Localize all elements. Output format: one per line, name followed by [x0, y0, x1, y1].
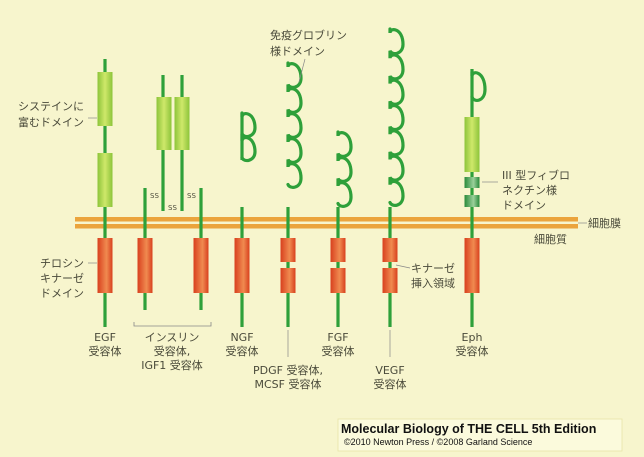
svg-text:細胞膜: 細胞膜	[588, 217, 621, 230]
receptors	[97, 27, 487, 327]
cysteine-rich-domain	[97, 72, 113, 126]
eph-receptor-label: Eph 受容体	[456, 331, 489, 358]
svg-text:PDGF 受容体,: PDGF 受容体,	[253, 363, 323, 377]
membrane-label: 細胞膜	[578, 217, 621, 230]
svg-text:受容体: 受容体	[226, 344, 259, 358]
svg-text:ネクチン様: ネクチン様	[502, 183, 557, 197]
tyrosine-kinase-domain	[280, 238, 296, 262]
svg-text:チロシン: チロシン	[40, 257, 84, 270]
svg-text:VEGF: VEGF	[375, 364, 404, 377]
svg-text:MCSF 受容体: MCSF 受容体	[255, 377, 322, 391]
fibronectin-domain	[464, 177, 480, 188]
svg-text:ドメイン: ドメイン	[502, 199, 546, 212]
svg-text:キナーゼ: キナーゼ	[40, 272, 84, 285]
tyrosine-kinase-domain	[330, 268, 346, 293]
ngf-receptor-label: NGF 受容体	[226, 331, 259, 358]
svg-text:©2010 Newton Press / ©2008 Gar: ©2010 Newton Press / ©2008 Garland Scien…	[344, 437, 532, 447]
svg-text:受容体: 受容体	[456, 344, 489, 358]
tyrosine-kinase-domain	[464, 238, 480, 293]
svg-text:挿入領域: 挿入領域	[411, 276, 455, 290]
vegf-receptor-label: VEGF 受容体	[374, 330, 407, 391]
svg-text:システインに: システインに	[18, 100, 84, 113]
tyrosine-kinase-domain	[330, 238, 346, 262]
kinase-insert-label: キナーゼ 挿入領域	[395, 262, 455, 290]
svg-text:インスリン: インスリン	[145, 331, 200, 344]
ig-like-domain-strand	[388, 27, 405, 207]
tyrosine-kinase-domain	[193, 238, 209, 293]
svg-text:Molecular Biology of THE CELL: Molecular Biology of THE CELL 5th Editio…	[341, 422, 596, 436]
credit-box: Molecular Biology of THE CELL 5th Editio…	[337, 418, 623, 452]
tyrosine-kinase-domain	[97, 238, 113, 293]
svg-text:SS: SS	[187, 192, 196, 200]
cell-membrane	[75, 217, 578, 229]
ig-like-label: 免疫グロブリン 様ドメイン	[270, 28, 347, 83]
insulin-receptor-label: インスリン 受容体, IGF1 受容体	[133, 322, 212, 372]
fibronectin-domain	[464, 195, 480, 207]
svg-text:様ドメイン: 様ドメイン	[270, 44, 325, 58]
svg-text:受容体,: 受容体,	[154, 344, 191, 358]
svg-text:SS: SS	[168, 204, 177, 212]
svg-text:FGF: FGF	[327, 331, 348, 344]
svg-text:EGF: EGF	[94, 331, 116, 344]
svg-text:富むドメイン: 富むドメイン	[18, 115, 84, 129]
ig-like-domain-strand	[470, 70, 487, 103]
cytoplasm-label: 細胞質	[534, 232, 567, 246]
svg-text:キナーゼ: キナーゼ	[411, 262, 455, 275]
ig-like-domain-strand	[286, 61, 303, 189]
svg-text:受容体: 受容体	[89, 344, 122, 358]
ig-like-domain-strand	[336, 130, 353, 208]
svg-text:受容体: 受容体	[374, 377, 407, 391]
tyrosine-kinase-domain	[382, 268, 398, 293]
fgf-receptor-label: FGF 受容体	[322, 331, 355, 358]
cysteine-rich-domain	[97, 153, 113, 207]
tyrosine-kinase-domain	[280, 268, 296, 293]
svg-text:Eph: Eph	[462, 331, 483, 344]
svg-text:ドメイン: ドメイン	[40, 287, 84, 300]
svg-text:免疫グロブリン: 免疫グロブリン	[270, 28, 347, 42]
cysteine-rich-domain	[464, 117, 480, 172]
svg-text:受容体: 受容体	[322, 344, 355, 358]
tyrosine-kinase-domain	[137, 238, 153, 293]
tyrosine-kinase-domain	[234, 238, 250, 293]
egf-receptor-label: EGF 受容体	[89, 331, 122, 358]
cysteine-rich-domain	[156, 97, 172, 150]
svg-text:IGF1 受容体: IGF1 受容体	[141, 358, 203, 372]
cysteine-rich-domain	[174, 97, 190, 150]
tyrosine-kinase-label: チロシン キナーゼ ドメイン	[40, 257, 97, 300]
svg-text:SS: SS	[150, 192, 159, 200]
ss-bond-labels: SS SS SS	[150, 192, 196, 212]
svg-text:III 型フィブロ: III 型フィブロ	[502, 168, 570, 182]
svg-text:NGF: NGF	[230, 331, 253, 344]
fibronectin-label: III 型フィブロ ネクチン様 ドメイン	[482, 168, 570, 212]
cysteine-rich-label: システインに 富むドメイン	[18, 100, 97, 129]
pdgf-receptor-label: PDGF 受容体, MCSF 受容体	[253, 330, 323, 391]
tyrosine-kinase-domain	[382, 238, 398, 262]
